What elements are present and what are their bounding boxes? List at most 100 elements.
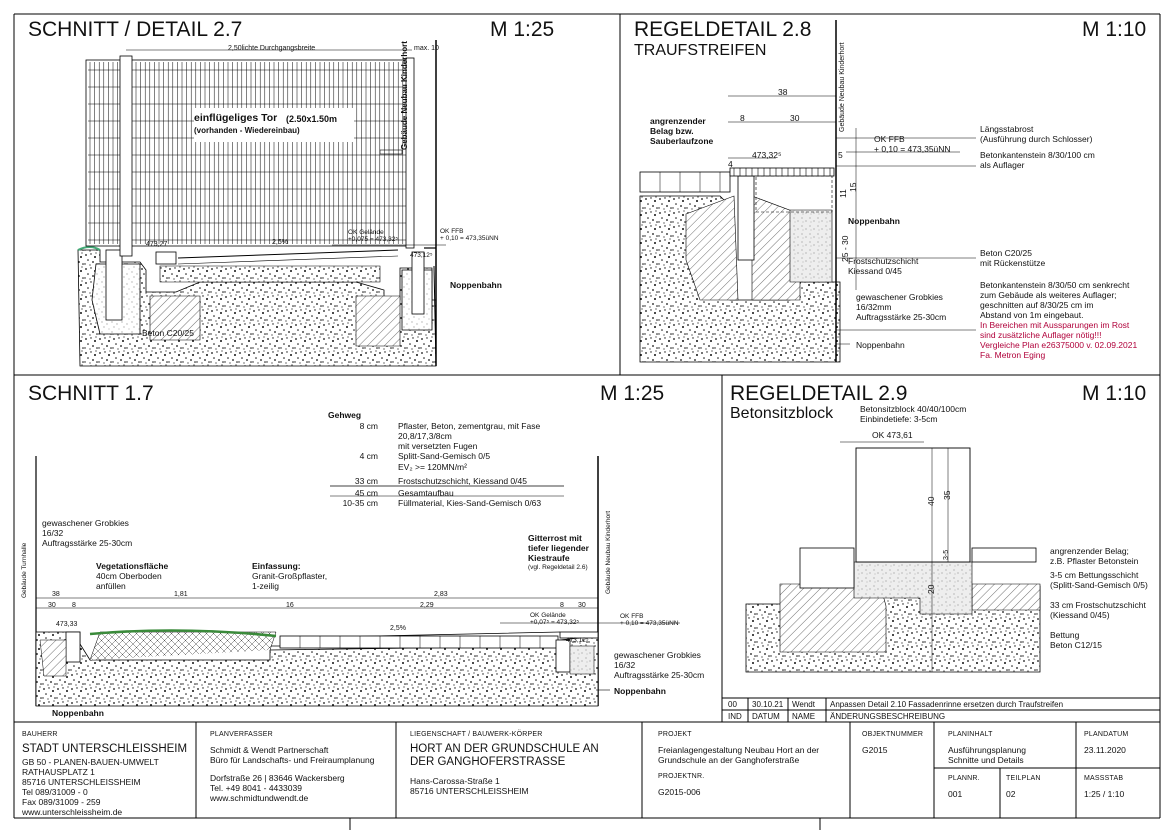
verfasser-addr-2: Tel. +49 8041 - 4433039: [210, 783, 302, 793]
kantenstein-label: Betonkantenstein 8/30/100 cm: [980, 150, 1095, 160]
ok-ffb-28: OK FFB: [874, 134, 905, 144]
liegenschaft-addr-1: Hans-Carossa-Straße 1: [410, 776, 500, 786]
ok-gelaende-value: +0,075 = 473,32⁵: [348, 236, 399, 243]
ok-ffb-value: + 0,10 = 473,35üNN: [440, 235, 499, 242]
layer-5-desc: Gesamtaufbau: [398, 488, 454, 498]
frost-29-1: 33 cm Frostschutzschicht: [1050, 600, 1146, 610]
schnitt-17-drawing: [35, 456, 680, 707]
massstab-label: MASSSTAB: [1084, 775, 1124, 782]
ok-ffb: OK FFB: [440, 228, 464, 235]
layer-4-thickness: 33 cm: [354, 476, 378, 486]
dim-283: 2,83: [434, 591, 448, 598]
bauherr-line-2: RATHAUSPLATZ 1: [22, 767, 95, 777]
bauherr-name: STADT UNTERSCHLEISSHEIM: [22, 743, 188, 755]
einfassung-1: Einfassung:: [252, 561, 301, 571]
veg-label-3: anfüllen: [96, 581, 126, 591]
layer-5-thickness: 45 cm: [354, 488, 378, 498]
dim-38: 38: [778, 87, 788, 97]
bauherr-line-6: www.unterschleissheim.de: [22, 807, 123, 817]
dim-15: 15: [848, 182, 858, 192]
grobkies-r-3: Auftragsstärke 25-30cm: [614, 670, 705, 680]
detail-27-scale: M 1:25: [490, 18, 555, 41]
gitter-3: Kiestraufe: [528, 553, 570, 563]
verfasser-addr-1: Dorfstraße 26 | 83646 Wackersberg: [210, 773, 345, 783]
gitter-4: (vgl. Regeldetail 2.6): [528, 564, 588, 571]
veg-label-2: 40cm Oberboden: [96, 571, 162, 581]
rev-date: 30.10.21: [752, 700, 784, 709]
detail-29-title: REGELDETAIL 2.9: [730, 382, 908, 405]
projektnr-label: PROJEKTNR.: [658, 773, 705, 780]
massstab-value: 1:25 / 1:10: [1084, 789, 1125, 799]
grobkies-r-2: 16/32: [614, 660, 636, 670]
ok-ffb-17: OK FFB: [620, 613, 644, 620]
detail-29-scale: M 1:10: [1082, 382, 1147, 405]
plannr-label: PLANNR.: [948, 775, 980, 782]
ok-ffb-value-28: + 0,10 = 473,35üNN: [874, 144, 951, 154]
red-note-1: In Bereichen mit Aussparungen im Rost: [980, 320, 1130, 330]
kanten-note-4: Abstand von 1m eingebaut.: [980, 310, 1084, 320]
grobkies-17-1: gewaschener Grobkies: [42, 518, 129, 528]
grobkies-28-2: 16/32mm: [856, 302, 892, 312]
verfasser-label: PLANVERFASSER: [210, 731, 273, 738]
rev-name: Wendt: [792, 700, 815, 709]
level-47312: 473,12⁵: [410, 252, 433, 259]
objektnummer-label: OBJEKTNUMMER: [862, 731, 924, 738]
belag-29-2: z.B. Pflaster Betonstein: [1050, 556, 1139, 566]
veg-label-1: Vegetationsfläche: [96, 561, 169, 571]
planinhalt-line-1: Ausführungsplanung: [948, 745, 1026, 755]
frost-label-28: Frostschutzschicht: [848, 256, 919, 266]
noppenbahn-28: Noppenbahn: [848, 216, 900, 226]
belag-label-3: Sauberlaufzone: [650, 136, 714, 146]
building-label-17: Gebäude Neubau Kinderhort: [605, 510, 612, 594]
dim-181: 1,81: [174, 591, 188, 598]
layer-1-desc-3: mit versetzten Fugen: [398, 441, 478, 451]
belag-label-2: Belag bzw.: [650, 126, 694, 136]
noppenbahn-l: Noppenbahn: [52, 708, 104, 718]
noppenbahn-r: Noppenbahn: [614, 686, 666, 696]
ok-47361: OK 473,61: [872, 430, 913, 440]
width-dimension: 2,50lichte Durchgangsbreite: [228, 45, 316, 52]
einfassung-3: 1-zeilig: [252, 581, 279, 591]
beton-note-28: mit Rückenstütze: [980, 258, 1046, 268]
dim-30-17: 30: [48, 602, 56, 609]
liegenschaft-label: LIEGENSCHAFT / BAUWERK-KÖRPER: [410, 731, 543, 738]
schnitt-17-scale: M 1:25: [600, 382, 665, 405]
frost-29-2: (Kiessand 0/45): [1050, 610, 1110, 620]
ok-gelaende-17: OK Gelände: [530, 612, 566, 619]
liegenschaft-name-2: DER GANGHOFERSTRASSE: [410, 756, 566, 768]
ok-gelaende-value-17: +0,07⁵ = 473,32⁵: [530, 619, 580, 626]
bauherr-line-1: GB 50 - PLANEN-BAUEN-UMWELT: [22, 757, 159, 767]
grobkies-28-3: Auftragsstärke 25-30cm: [856, 312, 947, 322]
detail-29-drawing: [745, 441, 1041, 673]
level-47312-17: 473,12⁵: [566, 637, 589, 644]
rev-header-name: NAME: [792, 712, 816, 721]
bettung-beton-2: Beton C12/15: [1050, 640, 1102, 650]
rev-header-ind: IND: [728, 712, 742, 721]
dim-30: 30: [790, 113, 800, 123]
kanten-note-3: geschnitten auf 8/30/25 cm im: [980, 300, 1094, 310]
slope-label: 2,5%: [272, 239, 288, 246]
kantenstein-note: als Auflager: [980, 160, 1025, 170]
layer-1-desc-1: Pflaster, Beton, zementgrau, mit Fase: [398, 421, 541, 431]
dim-8b: 8: [560, 602, 564, 609]
rev-header-datum: DATUM: [752, 712, 780, 721]
dim-38-17: 38: [52, 591, 60, 598]
bauherr-line-4: Tel 089/31009 - 0: [22, 787, 88, 797]
building-label: Gebäude Neubau Kinderhort: [400, 41, 409, 150]
grobkies-17-2: 16/32: [42, 528, 64, 538]
bettung-29-2: (Splitt-Sand-Gemisch 0/5): [1050, 580, 1148, 590]
dim-5: 5: [838, 150, 843, 160]
level-47327: 473,27: [146, 241, 168, 248]
plandatum-value: 23.11.2020: [1084, 745, 1126, 755]
grobkies-17-3: Auftragsstärke 25-30cm: [42, 538, 133, 548]
block-label-2: Einbindetiefe: 3-5cm: [860, 414, 938, 424]
gehweg-title: Gehweg: [328, 410, 362, 420]
layer-4-desc: Frostschutzschicht, Kiessand 0/45: [398, 476, 527, 486]
verfasser-line-1: Schmidt & Wendt Partnerschaft: [210, 745, 329, 755]
layer-2-thickness: 4 cm: [359, 451, 378, 461]
rev-desc: Anpassen Detail 2.10 Fassadenrinne erset…: [830, 700, 1064, 709]
dim-30b: 30: [578, 602, 586, 609]
dim-35: 35: [942, 490, 952, 500]
dim-20: 20: [926, 584, 936, 594]
dim-40: 40: [926, 496, 936, 506]
